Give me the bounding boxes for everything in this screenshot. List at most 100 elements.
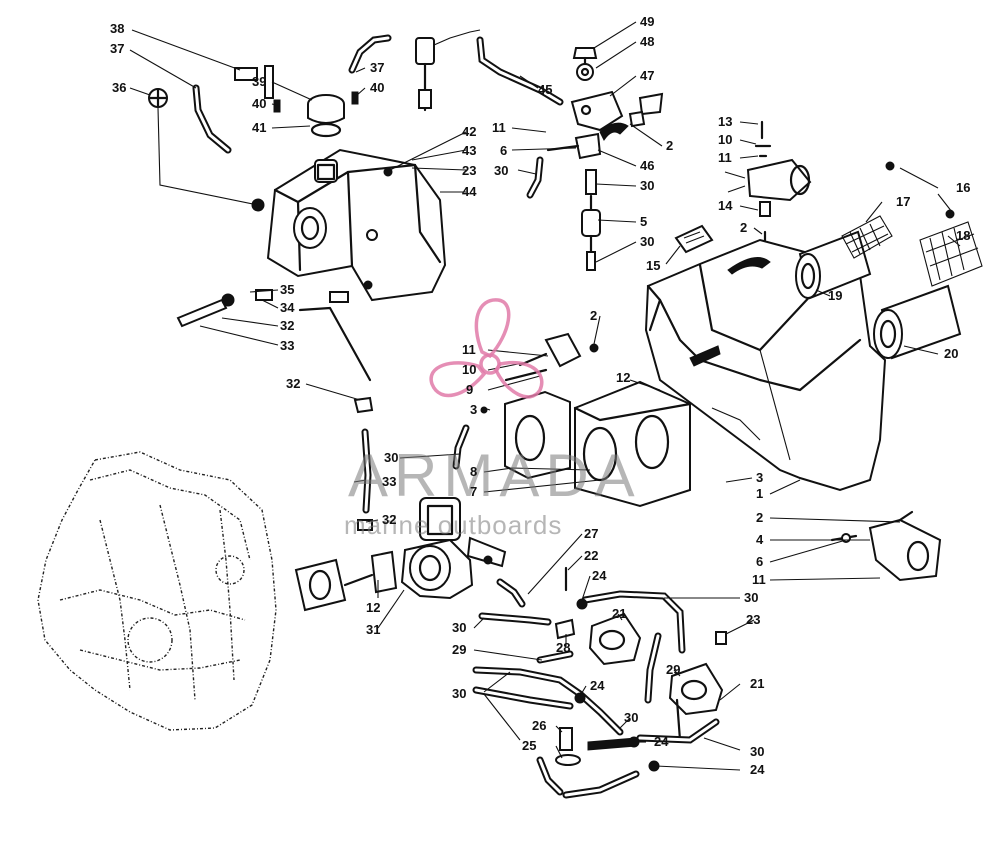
callout-29: 29 bbox=[452, 642, 466, 657]
callout-47: 47 bbox=[640, 68, 654, 83]
lower-bracket bbox=[830, 510, 942, 582]
lower-fuel-pumps bbox=[472, 566, 727, 799]
watermark: ARMADA marine outboards bbox=[344, 298, 641, 540]
callout-10-bracket: 10 bbox=[462, 362, 476, 377]
callout-4: 4 bbox=[756, 532, 764, 547]
callout-11-lower: 11 bbox=[752, 572, 766, 587]
propeller-logo bbox=[429, 298, 544, 399]
solenoid bbox=[724, 120, 812, 242]
callout-7: 7 bbox=[470, 484, 477, 499]
callout-13: 13 bbox=[718, 114, 732, 129]
callout-18: 18 bbox=[956, 228, 970, 243]
carburetor bbox=[400, 497, 507, 600]
tank-cap bbox=[234, 65, 359, 138]
callout-21: 21 bbox=[612, 606, 626, 621]
callout-46: 46 bbox=[640, 158, 654, 173]
watermark-brand: ARMADA bbox=[348, 442, 641, 509]
callout-30-bracket: 30 bbox=[384, 450, 398, 465]
callout-8: 8 bbox=[470, 464, 477, 479]
callout-2-lower: 2 bbox=[756, 510, 763, 525]
callout-32-clamp: 32 bbox=[382, 512, 396, 527]
intake-tubes bbox=[795, 161, 983, 360]
callout-30-mid: 30 bbox=[624, 710, 638, 725]
callout-24: 24 bbox=[592, 568, 607, 583]
callout-30-filter: 30 bbox=[640, 234, 654, 249]
callout-5: 5 bbox=[640, 214, 647, 229]
leader-lines bbox=[129, 21, 961, 771]
callout-24-lower: 24 bbox=[654, 734, 669, 749]
callout-20: 20 bbox=[944, 346, 958, 361]
callout-17: 17 bbox=[896, 194, 910, 209]
callout-10: 10 bbox=[718, 132, 732, 147]
callout-24-right: 24 bbox=[750, 762, 765, 777]
callout-40: 40 bbox=[252, 96, 266, 111]
callout-48: 48 bbox=[640, 34, 654, 49]
callout-44: 44 bbox=[462, 184, 477, 199]
callout-19: 19 bbox=[828, 288, 842, 303]
callout-37-vent: 37 bbox=[370, 60, 384, 75]
callout-32: 32 bbox=[280, 318, 294, 333]
callout-11-bracket: 11 bbox=[462, 342, 476, 357]
callout-labels: 38 37 36 39 40 41 37 40 42 43 23 44 35 3… bbox=[110, 14, 970, 777]
fuel-fittings bbox=[176, 289, 374, 531]
callout-11-solenoid: 11 bbox=[718, 150, 732, 165]
callout-2: 2 bbox=[666, 138, 673, 153]
callout-30: 30 bbox=[494, 163, 508, 178]
callout-21-right: 21 bbox=[750, 676, 764, 691]
callout-3-silencer: 3 bbox=[756, 470, 763, 485]
callout-43: 43 bbox=[462, 143, 476, 158]
callout-2-bracket: 2 bbox=[590, 308, 597, 323]
callout-22: 22 bbox=[584, 548, 598, 563]
callout-1: 1 bbox=[756, 486, 763, 501]
callout-11: 11 bbox=[492, 120, 506, 135]
engine-outline bbox=[37, 451, 277, 731]
callout-30-right: 30 bbox=[750, 744, 764, 759]
callout-42: 42 bbox=[462, 124, 476, 139]
callout-32-hose: 32 bbox=[286, 376, 300, 391]
intake-flange bbox=[294, 550, 398, 612]
callout-29-right: 29 bbox=[666, 662, 680, 677]
callout-49: 49 bbox=[640, 14, 654, 29]
callout-12-bracket: 12 bbox=[616, 370, 630, 385]
callout-30-lower: 30 bbox=[744, 590, 758, 605]
fuel-pump-upper bbox=[526, 47, 664, 271]
callout-37: 37 bbox=[110, 41, 124, 56]
callout-40-vent: 40 bbox=[370, 80, 384, 95]
watermark-tagline: marine outboards bbox=[344, 510, 562, 540]
callout-24-mid: 24 bbox=[590, 678, 605, 693]
callout-27: 27 bbox=[584, 526, 598, 541]
callout-12: 12 bbox=[366, 600, 380, 615]
fuel-tank bbox=[251, 148, 447, 302]
air-silencer bbox=[644, 238, 887, 492]
callout-38: 38 bbox=[110, 21, 124, 36]
fuel-sender bbox=[415, 29, 481, 112]
callout-45: 45 bbox=[538, 82, 552, 97]
callout-41: 41 bbox=[252, 120, 266, 135]
callout-30-left: 30 bbox=[452, 620, 466, 635]
callout-39: 39 bbox=[252, 74, 266, 89]
decal-plate bbox=[674, 224, 714, 254]
callout-34: 34 bbox=[280, 300, 295, 315]
callout-30-pump: 30 bbox=[640, 178, 654, 193]
callout-25: 25 bbox=[522, 738, 536, 753]
callout-33: 33 bbox=[280, 338, 294, 353]
callout-14: 14 bbox=[718, 198, 733, 213]
callout-30-bundle: 30 bbox=[452, 686, 466, 701]
callout-16: 16 bbox=[956, 180, 970, 195]
callout-35: 35 bbox=[280, 282, 294, 297]
callout-9: 9 bbox=[466, 382, 473, 397]
callout-23-lower: 23 bbox=[746, 612, 760, 627]
callout-15: 15 bbox=[646, 258, 660, 273]
callout-28: 28 bbox=[556, 640, 570, 655]
callout-2-solenoid: 2 bbox=[740, 220, 747, 235]
callout-3: 3 bbox=[470, 402, 477, 417]
callout-31: 31 bbox=[366, 622, 380, 637]
callout-26: 26 bbox=[532, 718, 546, 733]
callout-33-hose: 33 bbox=[382, 474, 396, 489]
callout-36: 36 bbox=[112, 80, 126, 95]
callout-23: 23 bbox=[462, 163, 476, 178]
callout-6: 6 bbox=[500, 143, 507, 158]
callout-6-lower: 6 bbox=[756, 554, 763, 569]
